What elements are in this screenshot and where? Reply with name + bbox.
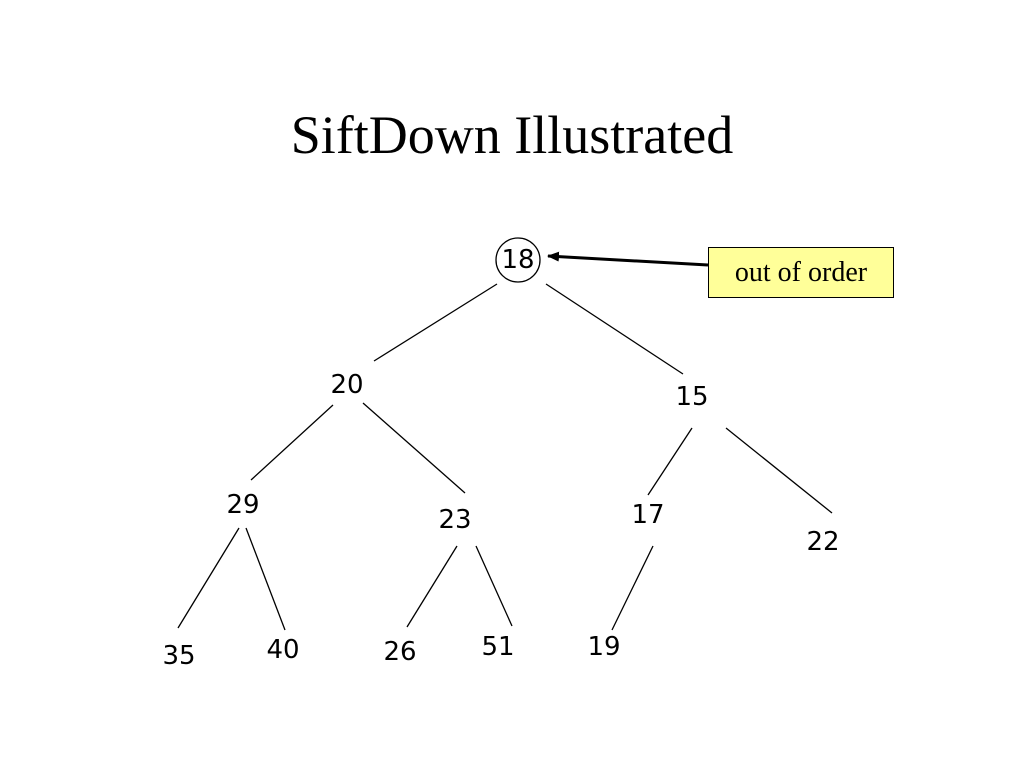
tree-edge-15-17 — [647, 427, 693, 496]
tree-node-17: 17 — [631, 500, 664, 530]
tree-node-18: 18 — [501, 245, 534, 275]
tree-edge-18-15 — [545, 283, 684, 375]
tree-node-35: 35 — [162, 641, 195, 671]
tree-node-22: 22 — [806, 527, 839, 557]
tree-nodes: 18 20 15 29 23 17 22 35 40 26 51 19 — [162, 237, 840, 671]
tree-node-26: 26 — [383, 637, 416, 667]
tree-node-20: 20 — [330, 370, 363, 400]
tree-edge-17-19 — [611, 545, 654, 631]
tree-edge-23-26 — [406, 545, 458, 628]
tree-node-51: 51 — [481, 632, 514, 662]
tree-node-23: 23 — [438, 505, 471, 535]
tree-edge-29-35 — [177, 527, 240, 629]
out-of-order-callout: out of order — [708, 247, 894, 298]
tree-node-40: 40 — [266, 635, 299, 665]
callout-arrow — [547, 251, 709, 267]
tree-edge-20-29 — [250, 404, 334, 481]
tree-node-19: 19 — [587, 632, 620, 662]
highlight-circle — [495, 237, 541, 283]
tree-edge-23-51 — [475, 545, 513, 627]
tree-node-29: 29 — [226, 490, 259, 520]
tree-edge-15-22 — [725, 427, 833, 514]
tree-node-15: 15 — [675, 382, 708, 412]
tree-edge-29-40 — [245, 527, 286, 631]
tree-edge-18-20 — [373, 283, 498, 362]
tree-edges — [177, 283, 833, 631]
page-title: SiftDown Illustrated — [290, 105, 734, 165]
tree-edge-20-23 — [362, 402, 466, 494]
